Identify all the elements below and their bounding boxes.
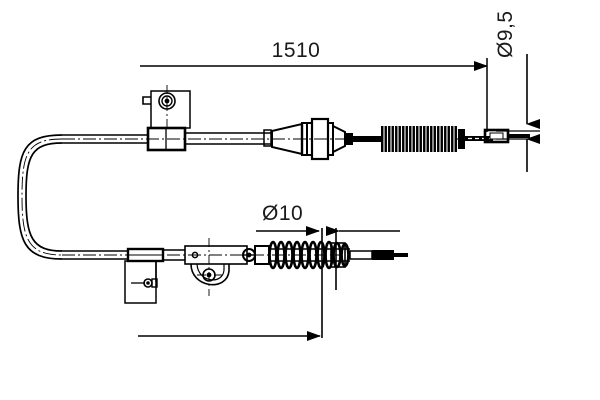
coil-fine-striations xyxy=(383,126,455,152)
mid-diameter-label: Ø10 xyxy=(262,202,303,225)
upper-bare-cable-a xyxy=(353,136,381,142)
conical-ferrule xyxy=(271,117,353,161)
hook-plate-hole xyxy=(191,251,199,259)
lower-cable-run xyxy=(62,238,408,304)
bend-centerline xyxy=(21,138,63,256)
u-bend-section xyxy=(17,134,63,260)
spring-coil-fine xyxy=(381,126,457,152)
hook-eyelet-inner xyxy=(206,272,212,278)
bend-outer-edge xyxy=(17,134,63,260)
hook-plate-curved-hook xyxy=(190,263,230,286)
end-diameter-label: Ø9,5 xyxy=(494,10,517,58)
coil-fine-end-collar xyxy=(458,129,465,149)
bracket-eyelet-outer xyxy=(158,92,176,110)
mounting-bracket-upper xyxy=(142,85,191,152)
mid-diameter-dimension: Ø10 xyxy=(256,202,400,338)
lower-end-swage xyxy=(372,250,394,260)
hook-eyelet-outer xyxy=(202,268,216,282)
upper-cable-run xyxy=(62,85,530,161)
overall-length-label: 1510 xyxy=(272,39,321,62)
bracket-side-tab xyxy=(142,96,151,105)
bracket-upper-plate xyxy=(150,90,191,129)
bend-inner-edge xyxy=(25,142,63,252)
end-fitting-lower xyxy=(330,242,346,268)
end-nipple-bore xyxy=(489,132,504,140)
bracket-bolt-nut xyxy=(151,278,158,288)
ferrule-nose-cone xyxy=(332,124,346,154)
lower-end-stud xyxy=(394,253,408,257)
overall-length-dimension: 1510 xyxy=(140,39,488,71)
end-fitting-bracket xyxy=(330,242,346,268)
bracket-eyelet-inner xyxy=(164,98,170,104)
bracket-bolt-head-inner xyxy=(146,281,150,285)
end-nipple-upper xyxy=(483,128,530,144)
ferrule-nose-tip xyxy=(345,133,353,145)
mounting-bracket-lower xyxy=(124,247,165,304)
end-nipple-stud xyxy=(508,134,530,138)
bracket-eyelet-mid xyxy=(161,95,173,107)
